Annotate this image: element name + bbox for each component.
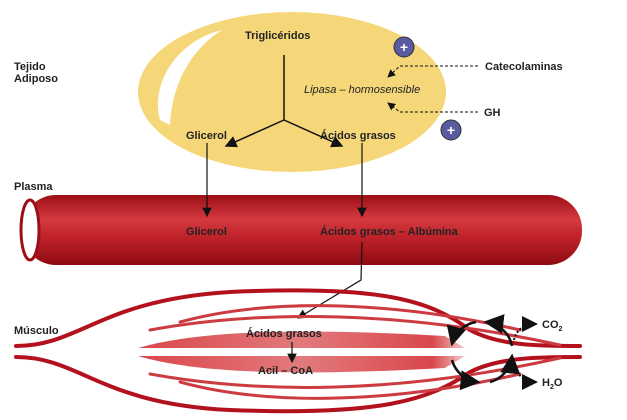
label-tejido: Tejido: [14, 61, 46, 73]
acidos-muscle: Ácidos grasos: [246, 327, 322, 340]
blood-vessel: [22, 195, 582, 265]
acidos-adipose: Ácidos grasos: [320, 129, 396, 142]
catecolaminas-label: Catecolaminas: [485, 61, 563, 73]
acil-coa-label: Acil – CoA: [258, 365, 313, 377]
krebs-cycle-icon: [446, 314, 521, 391]
arrow-to-glicerol: [224, 119, 285, 148]
acidos-albumina-plasma: Ácidos grasos – Albúmina: [320, 225, 459, 238]
trigliceridos-label: Triglicéridos: [245, 30, 310, 42]
plus-sign: +: [400, 39, 408, 55]
vessel-opening: [19, 198, 41, 262]
plus-sign: +: [447, 122, 455, 138]
gh-arrow: [387, 102, 478, 113]
label-plasma: Plasma: [14, 181, 53, 193]
label-adiposo: Adiposo: [14, 73, 58, 85]
cell-highlight: [158, 30, 222, 125]
lipasa-label: Lipasa – hormosensible: [304, 84, 420, 96]
glicerol-adipose: Glicerol: [186, 130, 227, 142]
plus-icon: [393, 36, 415, 58]
h2o-arrow: [513, 363, 538, 390]
muscle-spindle-bottom: [138, 356, 465, 373]
catecolaminas-arrow: [387, 65, 478, 78]
adipose-cell: [138, 12, 446, 172]
arrow-to-acidos: [283, 119, 344, 148]
muscle-fibers: [14, 288, 582, 414]
h2o-label: H2O: [542, 377, 563, 391]
plus-icon: [440, 119, 462, 141]
co2-label: CO2: [542, 319, 563, 333]
muscle-spindle-top: [138, 331, 465, 348]
label-musculo: Músculo: [14, 325, 59, 337]
gh-label: GH: [484, 107, 501, 119]
glicerol-plasma: Glicerol: [186, 226, 227, 238]
